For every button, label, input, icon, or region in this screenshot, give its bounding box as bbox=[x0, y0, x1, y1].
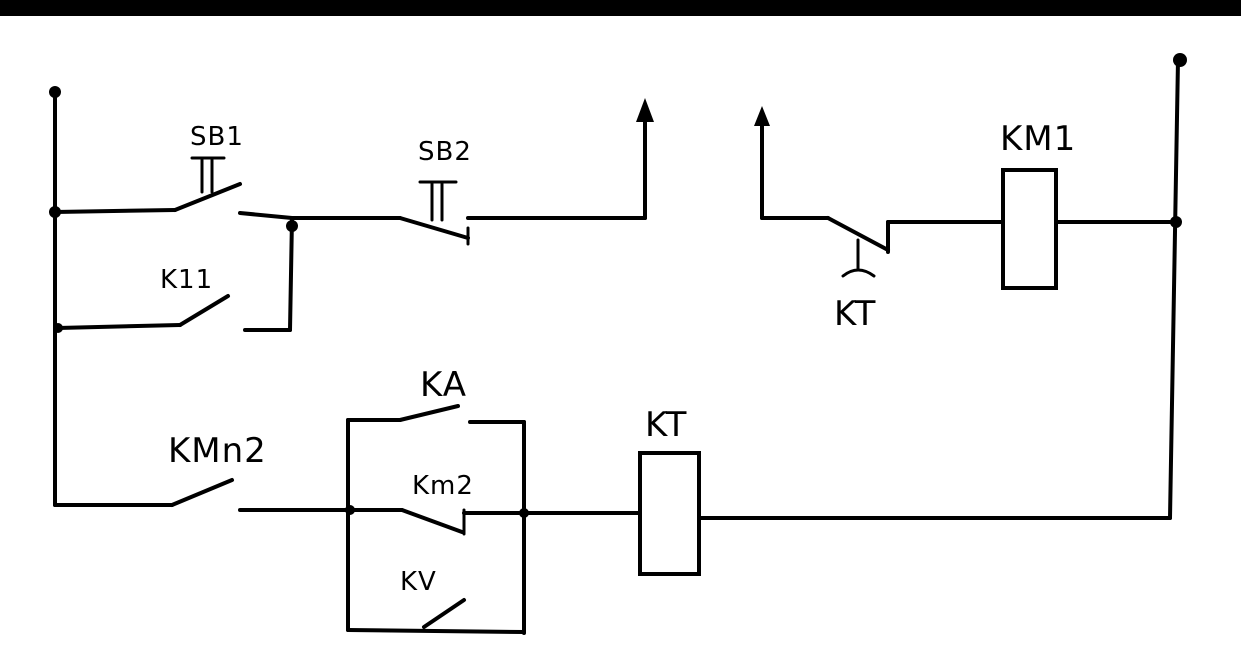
top-border-bar bbox=[0, 0, 1241, 16]
up-arrow-icon bbox=[754, 106, 770, 126]
kt-contact-label: KT bbox=[834, 294, 876, 334]
ka-contact-blade bbox=[398, 404, 460, 422]
sb2-label: SB2 bbox=[418, 137, 472, 167]
sb2-contact-blade bbox=[398, 216, 470, 240]
wire bbox=[346, 628, 526, 634]
kmn2-contact-blade bbox=[170, 478, 234, 507]
wire bbox=[288, 216, 294, 332]
right-bus-wire bbox=[1168, 58, 1180, 520]
km1-coil bbox=[1001, 168, 1058, 290]
left-terminal-dot bbox=[49, 86, 61, 98]
up-arrow-icon bbox=[636, 98, 654, 122]
kt-coil-label: KT bbox=[645, 405, 687, 445]
wire bbox=[238, 211, 294, 220]
km2-contact-blade bbox=[400, 508, 464, 534]
kt-contact-blade bbox=[826, 216, 890, 252]
kv-label: KV bbox=[400, 567, 437, 597]
km1-label: KM1 bbox=[1000, 119, 1076, 159]
kt-coil bbox=[638, 451, 701, 576]
kmn2-label: KMn2 bbox=[168, 431, 267, 471]
wire bbox=[53, 208, 177, 214]
right-terminal-dot bbox=[1173, 53, 1187, 67]
node-dot bbox=[286, 220, 298, 232]
sb1-contact-blade bbox=[173, 182, 242, 212]
sb1-label: SB1 bbox=[190, 122, 244, 152]
wire bbox=[56, 323, 182, 330]
km2-label: Km2 bbox=[412, 471, 474, 501]
k11-label: K11 bbox=[160, 265, 213, 295]
kv-contact-blade bbox=[422, 598, 466, 629]
k11-contact-blade bbox=[178, 294, 230, 327]
ka-label: KA bbox=[420, 365, 467, 405]
